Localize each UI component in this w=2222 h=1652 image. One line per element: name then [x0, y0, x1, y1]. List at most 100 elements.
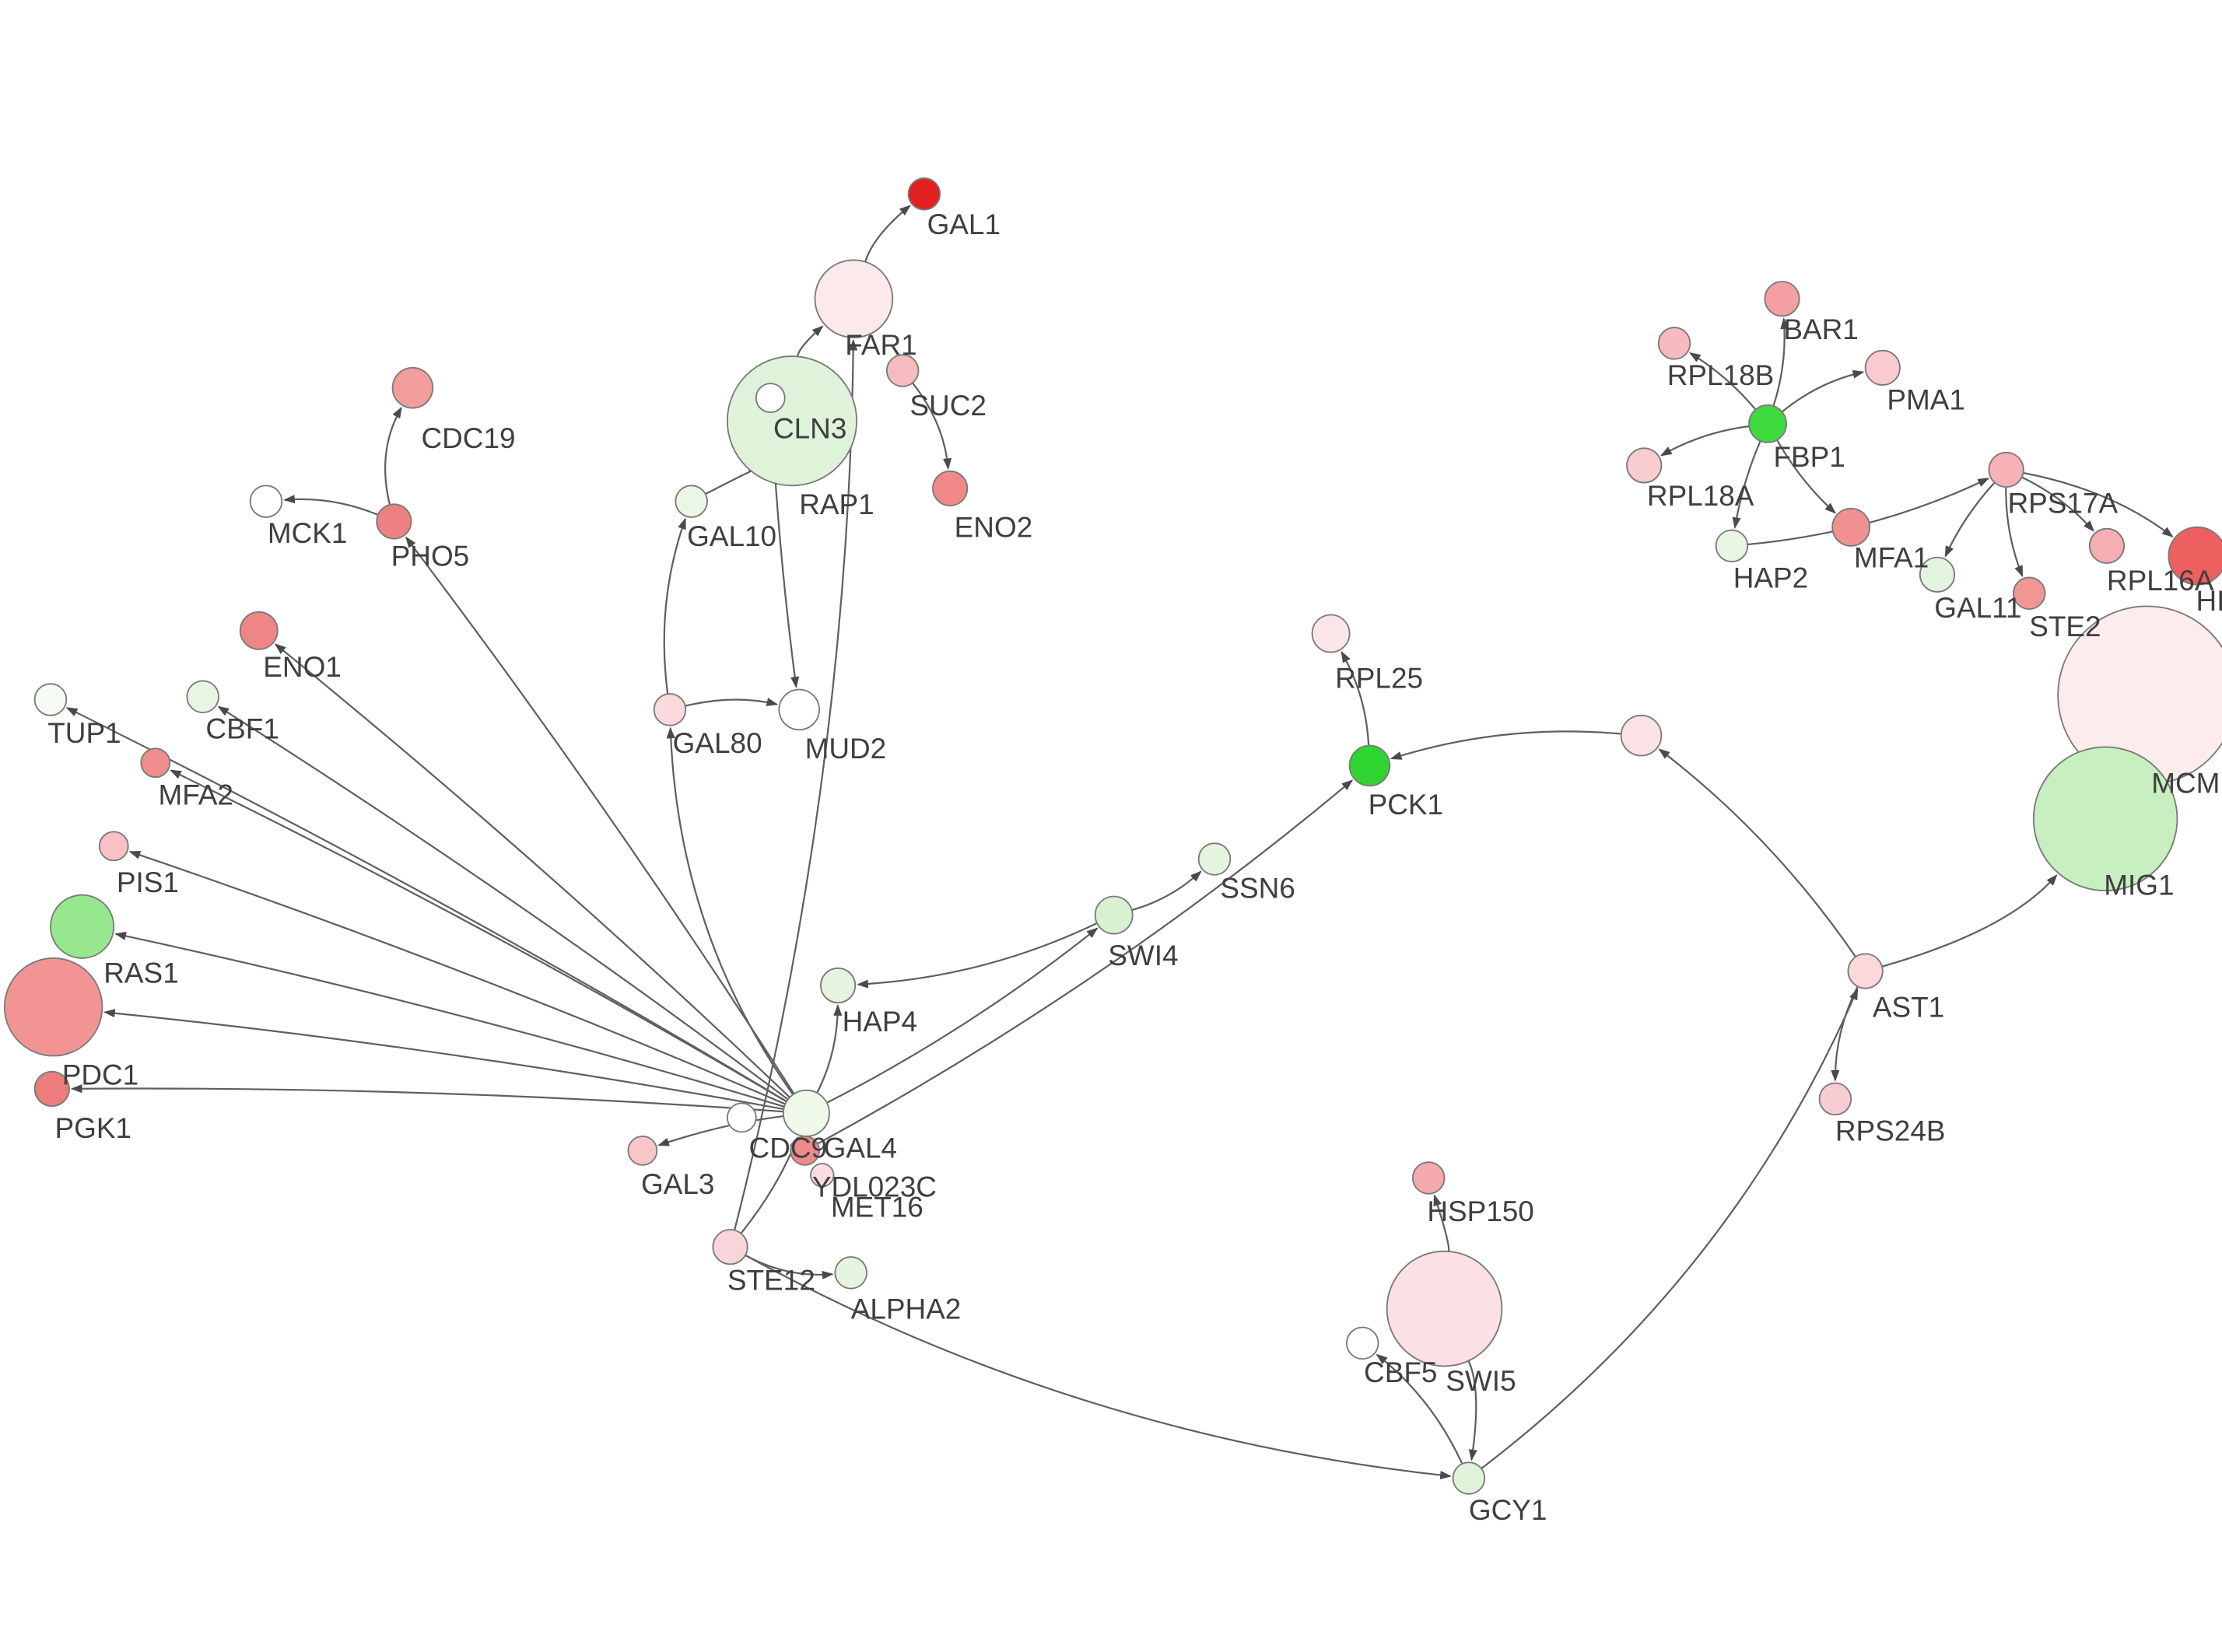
- node-NODEX[interactable]: [1620, 714, 1663, 757]
- edge-RPS17A-STE2[interactable]: [2005, 487, 2024, 578]
- edge-YDL023C-PCK1[interactable]: [817, 779, 1354, 1145]
- edge-PHO5-MCK1[interactable]: [283, 495, 379, 516]
- edge-GAL4-SWI4[interactable]: [826, 927, 1099, 1104]
- edge-GAL4-HAP4[interactable]: [816, 1004, 843, 1094]
- edge-FBP1-MFA1[interactable]: [1776, 439, 1837, 514]
- edge-PHO5-CDC19[interactable]: [384, 406, 402, 506]
- node-HSP150[interactable]: [1411, 1161, 1446, 1195]
- node-GAL80[interactable]: [653, 693, 687, 726]
- node-RPL18B[interactable]: [1657, 327, 1691, 360]
- node-FBP1[interactable]: [1748, 404, 1787, 443]
- edge-NODEX-PCK1[interactable]: [1390, 730, 1621, 760]
- edge-FBP1-HAP2[interactable]: [1732, 440, 1761, 530]
- edge-SWI5-HSP150[interactable]: [1433, 1194, 1450, 1251]
- edge-GAL80-GAL10[interactable]: [663, 517, 686, 695]
- edge-GAL4-PIS1[interactable]: [128, 850, 786, 1105]
- node-RAP1[interactable]: [755, 383, 786, 413]
- node-AST1[interactable]: [1847, 953, 1884, 989]
- node-GAL4[interactable]: [782, 1089, 830, 1137]
- edge-SWI5-GCY1[interactable]: [1467, 1360, 1477, 1461]
- node-GAL11[interactable]: [1919, 556, 1956, 593]
- node-RPL16A[interactable]: [2088, 527, 2126, 564]
- edge-FBP1-RPL18A[interactable]: [1659, 425, 1750, 457]
- node-CDC19[interactable]: [391, 366, 434, 409]
- edge-RPS17A-HIS4[interactable]: [2023, 471, 2174, 537]
- node-PDC1[interactable]: [3, 957, 103, 1057]
- edge-GCY1-AST1[interactable]: [1481, 988, 1859, 1470]
- node-GAL3[interactable]: [627, 1136, 658, 1166]
- node-SUC2[interactable]: [885, 354, 920, 387]
- edge-GAL4-PDC1[interactable]: [103, 1009, 784, 1111]
- edge-FBP1-BAR1[interactable]: [1772, 317, 1789, 407]
- edge-AST1-RPS24B[interactable]: [1831, 985, 1859, 1082]
- node-CDC9[interactable]: [726, 1102, 757, 1133]
- edge-FBP1-PMA1[interactable]: [1781, 369, 1865, 413]
- node-ENO1[interactable]: [239, 611, 279, 650]
- edge-AST1-NODEX[interactable]: [1658, 748, 1857, 957]
- node-STE12[interactable]: [712, 1229, 748, 1265]
- edge-GAL4-ENO1[interactable]: [274, 643, 790, 1098]
- node-CBF5[interactable]: [1345, 1326, 1379, 1360]
- node-MFA2[interactable]: [140, 747, 171, 779]
- node-GCY1[interactable]: [1452, 1461, 1486, 1495]
- edge-AST1-MIG1[interactable]: [1881, 873, 2058, 968]
- node-TUP1[interactable]: [33, 683, 68, 716]
- node-PHO5[interactable]: [376, 503, 412, 540]
- node-HAP2[interactable]: [1715, 529, 1749, 563]
- node-MUD2[interactable]: [778, 688, 820, 731]
- node-PCK1[interactable]: [1348, 744, 1391, 787]
- node-FAR1[interactable]: [814, 259, 894, 338]
- node-label-HSP150: HSP150: [1427, 1195, 1534, 1227]
- edge-FAR1-GAL1[interactable]: [864, 205, 911, 262]
- edge-GAL4-TUP1[interactable]: [65, 707, 787, 1103]
- node-MFA1[interactable]: [1831, 507, 1871, 547]
- edge-GAL4-RAS1[interactable]: [114, 932, 785, 1108]
- edge-HAP2-RPS17A[interactable]: [1747, 478, 1990, 546]
- edge-GAL4-GAL80[interactable]: [666, 726, 794, 1096]
- edge-CLN3-FAR1[interactable]: [797, 325, 824, 357]
- node-GAL10[interactable]: [675, 485, 708, 518]
- node-STE2[interactable]: [2012, 576, 2046, 611]
- node-ENO2[interactable]: [932, 470, 969, 507]
- node-RPS17A[interactable]: [1988, 451, 2024, 488]
- edge-GAL4-CBF1[interactable]: [217, 705, 789, 1101]
- node-RPS24B[interactable]: [1818, 1082, 1852, 1116]
- node-GAL1[interactable]: [907, 177, 941, 211]
- node-SWI5[interactable]: [1386, 1250, 1503, 1367]
- edge-SWI4-HAP4[interactable]: [857, 922, 1098, 989]
- node-RAS1[interactable]: [50, 894, 115, 959]
- edge-FBP1-RPL18B[interactable]: [1688, 352, 1757, 411]
- edge-GAL80-MUD2[interactable]: [685, 698, 779, 707]
- node-CBF1[interactable]: [186, 680, 219, 714]
- edge-SUC2-ENO2[interactable]: [912, 382, 952, 471]
- node-PMA1[interactable]: [1864, 349, 1901, 386]
- edge-SWI4-SSN6[interactable]: [1131, 870, 1202, 912]
- node-ALPHA2[interactable]: [834, 1256, 867, 1290]
- node-SWI4[interactable]: [1094, 895, 1134, 935]
- node-HIS4[interactable]: [2168, 526, 2222, 586]
- node-MIG1[interactable]: [2032, 746, 2178, 892]
- edge-GAL4-PGK1[interactable]: [70, 1084, 783, 1113]
- edge-STE12-FAR1[interactable]: [734, 338, 858, 1231]
- node-BAR1[interactable]: [1764, 281, 1800, 317]
- node-PGK1[interactable]: [33, 1070, 70, 1108]
- node-MET16[interactable]: [810, 1163, 835, 1188]
- node-RPL18A[interactable]: [1626, 447, 1663, 484]
- edge-GAL4-PHO5[interactable]: [405, 536, 795, 1095]
- node-RPL25[interactable]: [1311, 614, 1351, 653]
- edge-GAL10-CLN3[interactable]: [705, 462, 759, 495]
- edge-GCY1-CBF5[interactable]: [1376, 1353, 1463, 1465]
- edge-GAL4-GAL3[interactable]: [657, 1115, 784, 1146]
- edge-PCK1-RPL25[interactable]: [1341, 650, 1370, 746]
- node-SSN6[interactable]: [1197, 842, 1232, 876]
- edge-RPS17A-GAL11[interactable]: [1944, 481, 1996, 558]
- edge-GAL4-MFA2[interactable]: [170, 769, 787, 1103]
- node-YDL023C[interactable]: [790, 1136, 820, 1166]
- edge-STE12-GCY1[interactable]: [745, 1254, 1452, 1480]
- node-HAP4[interactable]: [819, 967, 857, 1004]
- edge-RPS17A-RPL16A[interactable]: [2021, 476, 2094, 532]
- node-label-MCM1: MCM1: [2151, 768, 2222, 800]
- node-PIS1[interactable]: [98, 831, 129, 862]
- node-MCK1[interactable]: [249, 485, 283, 518]
